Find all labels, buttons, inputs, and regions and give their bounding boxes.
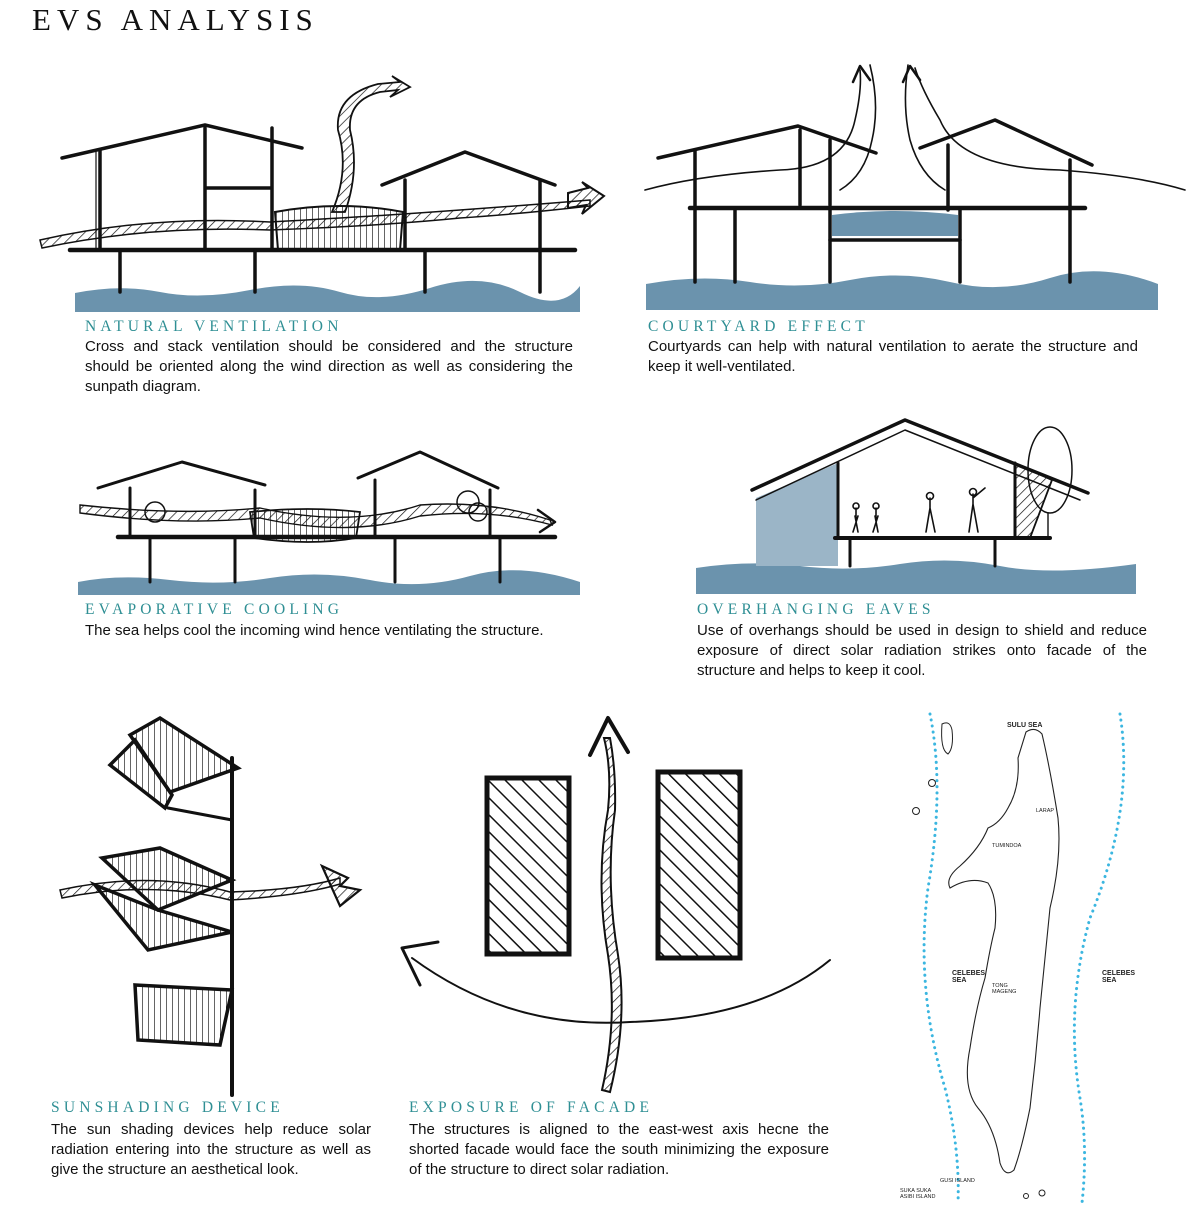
sunshading-device-diagram	[59, 715, 363, 1097]
sea-boundary-right	[1072, 712, 1126, 1205]
exposure-of-facade-diagram	[400, 716, 831, 1094]
natural-ventilation-heading: NATURAL VENTILATION	[85, 318, 343, 335]
map-label-tong-mageng: TONG MAGENG	[992, 983, 1017, 995]
stack-exhaust-arrow	[330, 75, 412, 213]
map-label-suka-suka: SUKA SUKA ASIBI ISLAND	[900, 1188, 936, 1200]
sea-boundary-left	[922, 712, 960, 1205]
map-label-sulu-sea: SULU SEA	[1007, 722, 1043, 729]
building-block-left	[484, 775, 572, 957]
map-label-gusi-island: GUSI ISLAND	[940, 1178, 975, 1184]
map-label-tumindoa: TUMINDOA	[992, 843, 1022, 849]
sea-wave	[75, 280, 580, 312]
natural-ventilation-diagram	[39, 75, 606, 312]
map-label-celebes-sea-left: CELEBES SEA	[952, 970, 986, 984]
natural-ventilation-text: Cross and stack ventilation should be co…	[85, 338, 573, 395]
sunshading-device-text: The sun shading devices help reduce sola…	[51, 1121, 371, 1178]
sunshading-device-heading: SUNSHADING DEVICE	[51, 1099, 284, 1116]
exposure-of-facade-heading: EXPOSURE OF FACADE	[409, 1099, 654, 1116]
map-label-celebes-sea-right: CELEBES SEA	[1102, 970, 1136, 984]
page-title: EVS ANALYSIS	[32, 2, 319, 37]
sun-path-arc	[411, 957, 831, 1024]
building-block-right	[655, 769, 743, 961]
wind-arrow-head	[567, 181, 606, 215]
overhanging-eaves-text: Use of overhangs should be used in desig…	[697, 622, 1147, 679]
courtyard-effect-heading: COURTYARD EFFECT	[648, 318, 869, 335]
evaporative-cooling-text: The sea helps cool the incoming wind hen…	[85, 622, 544, 639]
site-map	[912, 712, 1126, 1205]
north-axis-arrow	[600, 737, 623, 1094]
overhanging-eaves-diagram	[696, 418, 1136, 594]
island-outline	[948, 728, 1060, 1174]
courtyard-effect-diagram	[644, 64, 1186, 310]
map-label-larap: LARAP	[1036, 808, 1055, 814]
evaporative-cooling-heading: EVAPORATIVE COOLING	[85, 601, 344, 618]
exposure-of-facade-text: The structures is aligned to the east-we…	[409, 1121, 829, 1178]
overhanging-eaves-heading: OVERHANGING EAVES	[697, 601, 935, 618]
evaporative-cooling-diagram	[78, 450, 580, 595]
courtyard-effect-text: Courtyards can help with natural ventila…	[648, 338, 1138, 375]
